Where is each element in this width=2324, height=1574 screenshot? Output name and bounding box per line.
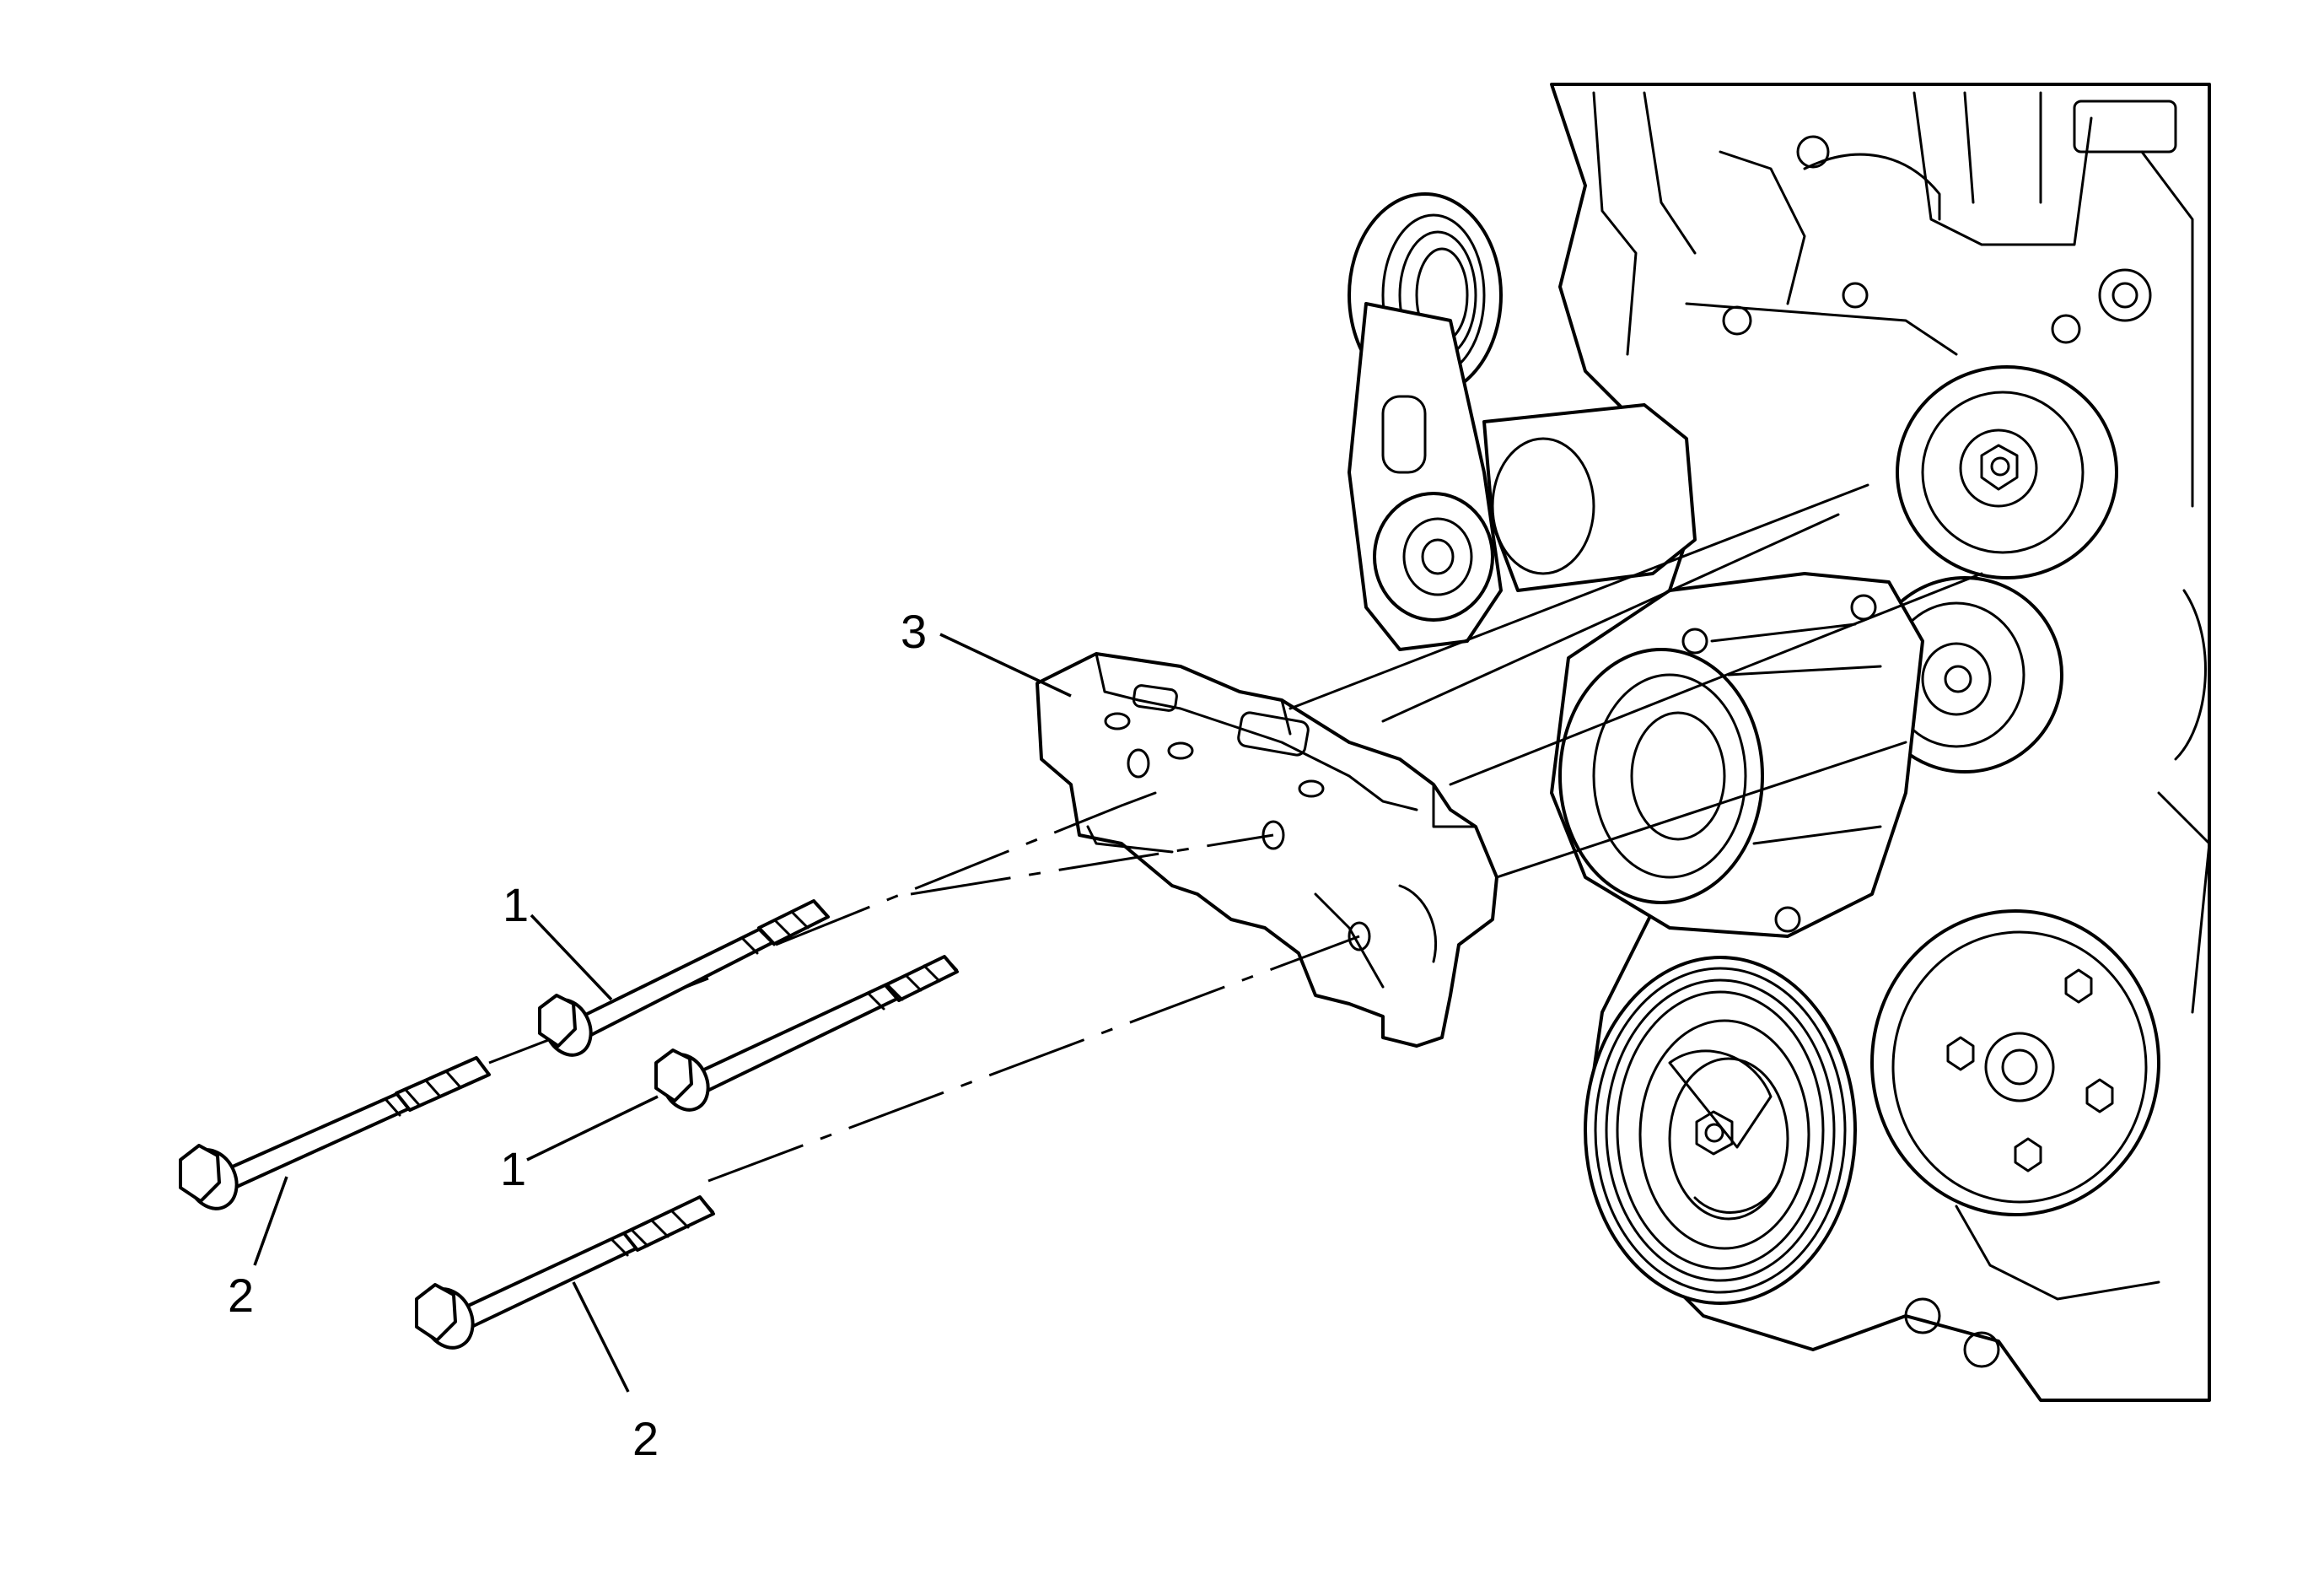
callout-bolt-1-lower: 1 <box>500 1142 526 1195</box>
leader-1-lower <box>526 1095 659 1162</box>
bracket <box>1036 652 1498 1048</box>
bolt-1-upper <box>538 899 830 1057</box>
idler-pulley-upper <box>1896 365 2118 579</box>
callout-bracket-3: 3 <box>901 605 927 658</box>
leader-lines <box>253 633 1072 1393</box>
bolt-2-left <box>179 1056 491 1210</box>
callout-bolt-2-left: 2 <box>228 1269 254 1322</box>
ac-compressor <box>1550 572 1924 938</box>
alignment-lines <box>488 483 1983 1183</box>
callout-bolt-2-right: 2 <box>632 1412 659 1465</box>
bolt-2-right <box>415 1195 715 1350</box>
leader-2-left <box>253 1176 288 1266</box>
crankshaft-balancer <box>1584 956 1857 1305</box>
callout-bolt-1-upper: 1 <box>503 878 529 931</box>
bolt-1-lower <box>654 955 959 1112</box>
leader-3 <box>939 633 1072 698</box>
belt-tensioner <box>1348 192 1697 651</box>
water-pump-pulley <box>1870 909 2160 1368</box>
leader-1-upper <box>530 914 613 1001</box>
leader-2-right <box>572 1281 630 1393</box>
